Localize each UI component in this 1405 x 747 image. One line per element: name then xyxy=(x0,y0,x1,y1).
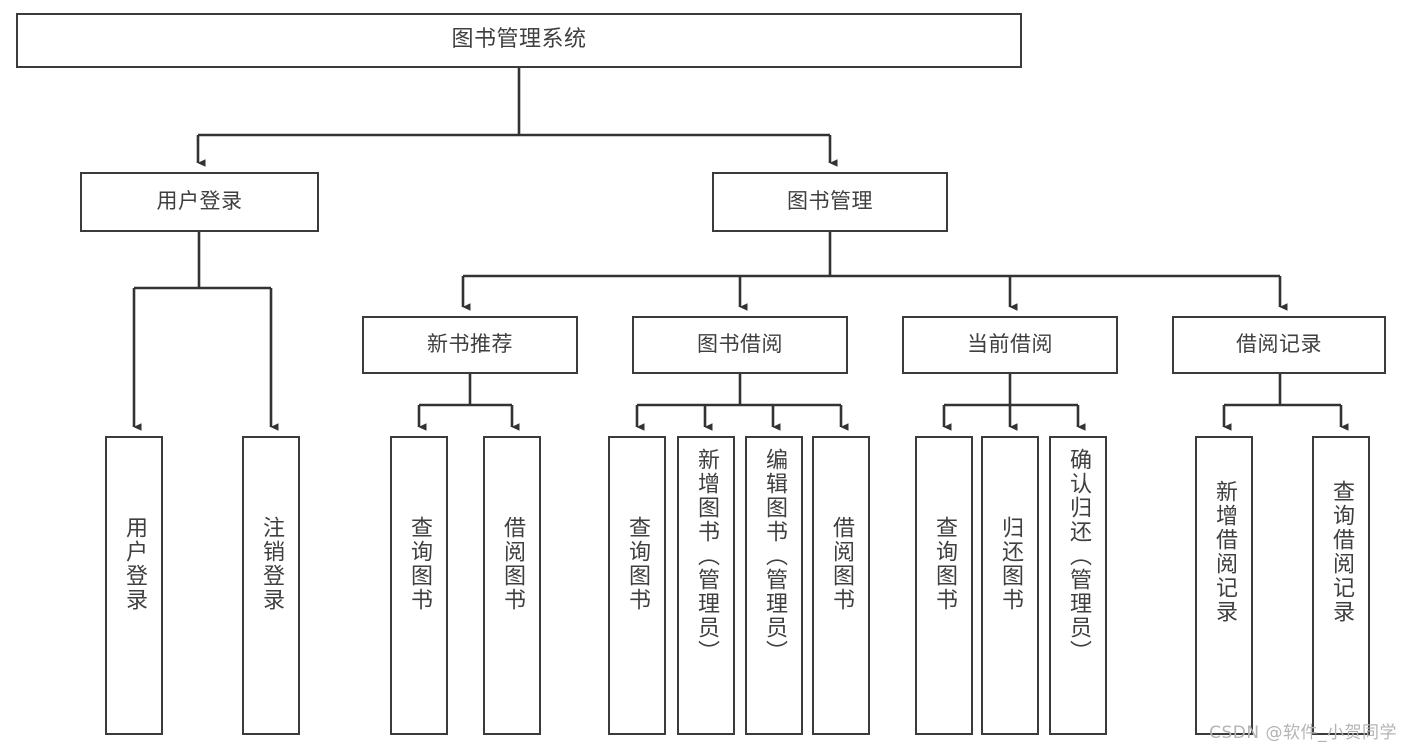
node-label: 图书借阅 xyxy=(697,332,783,357)
node-label: 查询图书 xyxy=(624,516,650,612)
node-label: 图书管理 xyxy=(787,189,873,214)
leaf-add-book-admin[interactable]: 新增图书（管理员） xyxy=(677,436,735,735)
leaf-add-borrow-record[interactable]: 新增借阅记录 xyxy=(1195,436,1253,735)
node-label: 查询借阅记录 xyxy=(1328,480,1354,624)
node-current-borrow[interactable]: 当前借阅 xyxy=(902,316,1118,374)
node-label: 借阅图书 xyxy=(499,516,525,612)
node-label: 编辑图书（管理员） xyxy=(761,448,787,664)
node-label: 借阅图书 xyxy=(828,516,854,612)
node-label: 新增借阅记录 xyxy=(1211,480,1237,624)
node-label: 图书管理系统 xyxy=(451,27,587,53)
node-new-book-recommend[interactable]: 新书推荐 xyxy=(362,316,578,374)
node-book-management[interactable]: 图书管理 xyxy=(712,172,948,232)
leaf-logout-login[interactable]: 注销登录 xyxy=(242,436,300,735)
node-label: 用户登录 xyxy=(156,189,243,214)
leaf-edit-book-admin[interactable]: 编辑图书（管理员） xyxy=(745,436,803,735)
leaf-confirm-return-admin[interactable]: 确认归还（管理员） xyxy=(1049,436,1107,735)
node-root-system[interactable]: 图书管理系统 xyxy=(16,13,1022,68)
node-book-borrow[interactable]: 图书借阅 xyxy=(632,316,848,374)
leaf-query-book-current[interactable]: 查询图书 xyxy=(915,436,973,735)
node-label: 新书推荐 xyxy=(427,332,513,357)
node-label: 借阅记录 xyxy=(1236,332,1322,357)
leaf-borrow-book-recommend[interactable]: 借阅图书 xyxy=(483,436,541,735)
node-label: 注销登录 xyxy=(258,516,284,612)
leaf-query-book-recommend[interactable]: 查询图书 xyxy=(390,436,448,735)
node-user-login[interactable]: 用户登录 xyxy=(80,172,319,232)
node-label: 查询图书 xyxy=(406,516,432,612)
csdn-watermark: CSDN @软件_小贺同学 xyxy=(1209,723,1397,743)
node-label: 查询图书 xyxy=(931,516,957,612)
node-label: 用户登录 xyxy=(121,516,147,612)
node-borrow-record[interactable]: 借阅记录 xyxy=(1172,316,1386,374)
leaf-query-borrow-record[interactable]: 查询借阅记录 xyxy=(1312,436,1370,735)
leaf-query-book-borrow[interactable]: 查询图书 xyxy=(608,436,666,735)
node-label: 归还图书 xyxy=(997,516,1023,612)
leaf-borrow-book-borrow[interactable]: 借阅图书 xyxy=(812,436,870,735)
leaf-return-book[interactable]: 归还图书 xyxy=(981,436,1039,735)
node-label: 确认归还（管理员） xyxy=(1065,448,1091,664)
node-label: 当前借阅 xyxy=(967,332,1053,357)
node-label: 新增图书（管理员） xyxy=(693,448,719,664)
leaf-user-login[interactable]: 用户登录 xyxy=(105,436,163,735)
